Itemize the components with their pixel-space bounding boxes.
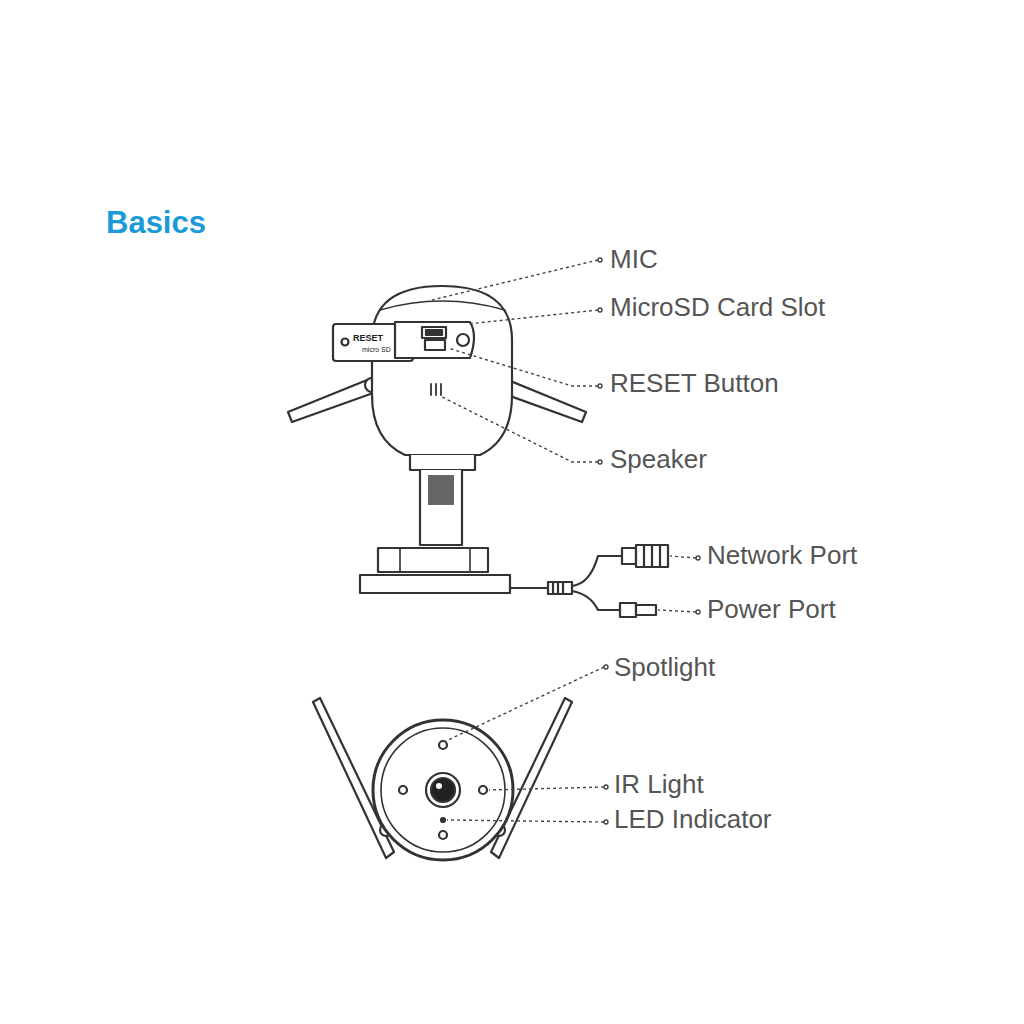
part-label: RESET Button (610, 369, 779, 399)
leader-dots (598, 258, 700, 824)
cable (510, 545, 668, 617)
camera-front (373, 720, 513, 860)
spotlight (439, 741, 447, 749)
part-label: LED Indicator (614, 805, 772, 835)
ir-light (399, 786, 407, 794)
part-label: Network Port (707, 541, 857, 571)
leader-lines (432, 260, 696, 822)
lens (431, 778, 455, 802)
part-label: Speaker (610, 445, 707, 475)
section-title: Basics (106, 205, 206, 241)
mount-arm (420, 470, 462, 545)
plate-text: RESET (353, 333, 383, 343)
camera-body (372, 286, 512, 455)
plate-text: micro SD (362, 346, 391, 354)
part-label: MicroSD Card Slot (610, 293, 825, 323)
led-indicator (441, 818, 445, 822)
ir-light (479, 786, 487, 794)
part-label: IR Light (614, 770, 704, 800)
part-label: Spotlight (614, 653, 715, 683)
speaker-grille (431, 384, 441, 395)
part-label: MIC (610, 245, 658, 275)
part-label: Power Port (707, 595, 836, 625)
mount-base (378, 548, 488, 572)
